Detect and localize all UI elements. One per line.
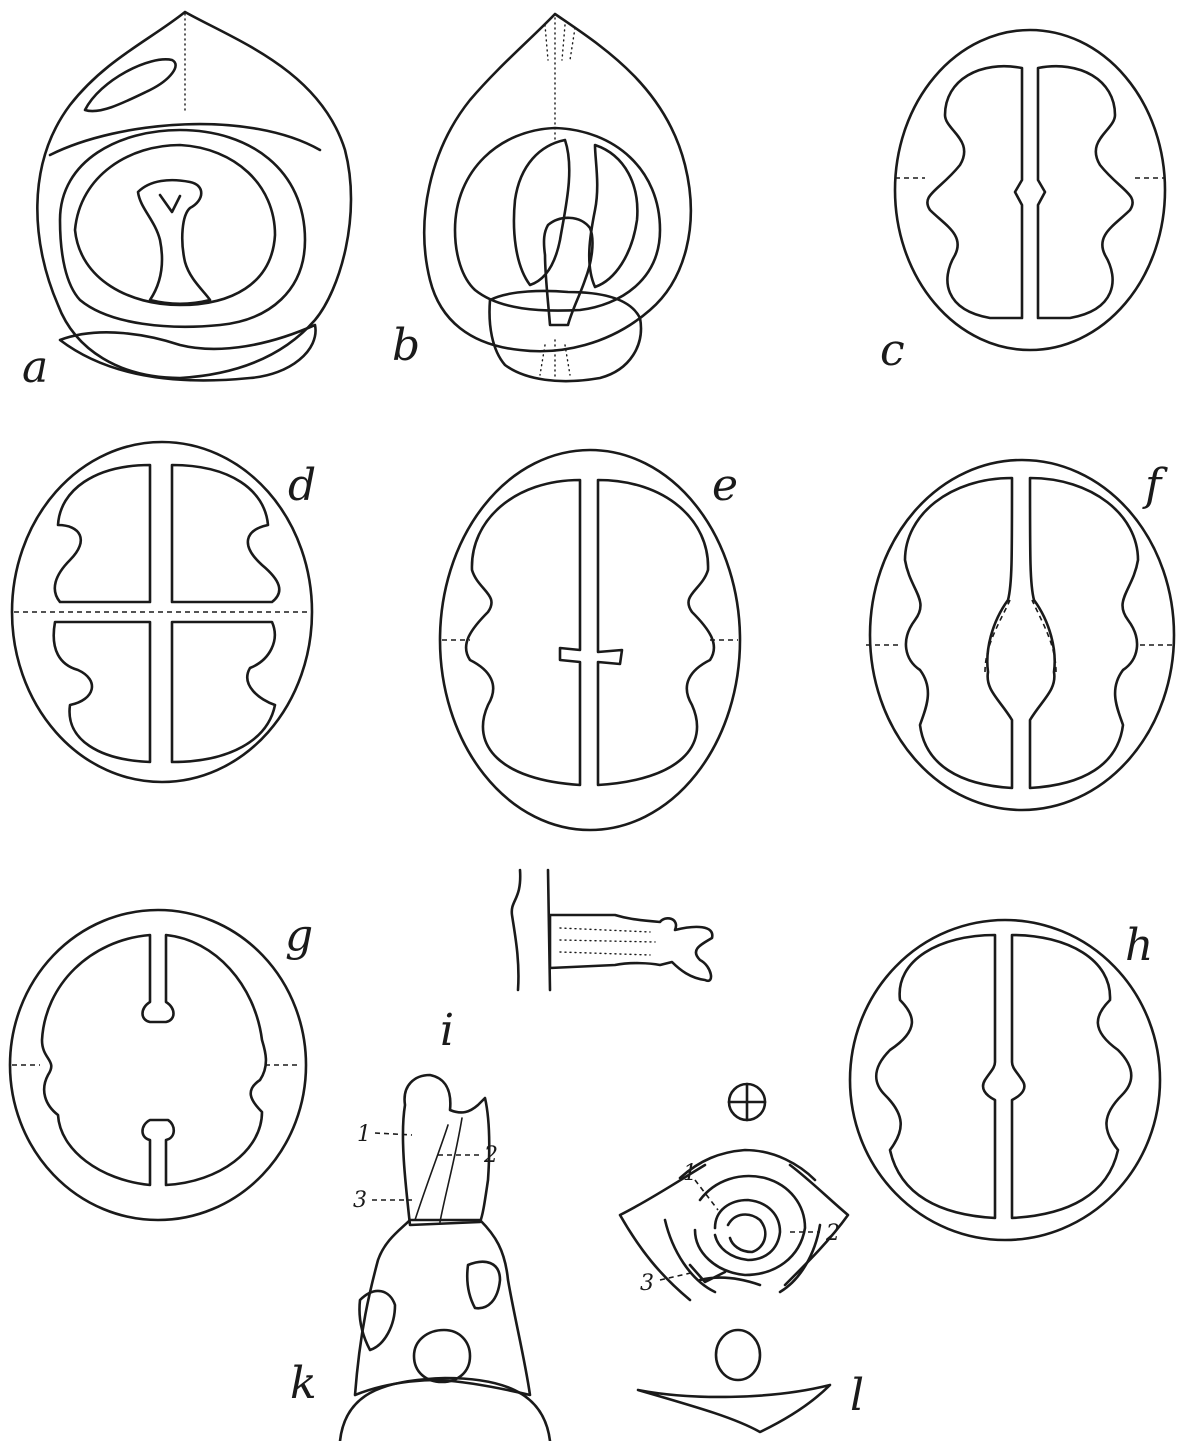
label-d: d xyxy=(288,460,316,511)
figure-f: f xyxy=(866,460,1175,810)
fig-f-outer-wall xyxy=(870,460,1174,810)
figure-l: 1 2 3 l xyxy=(620,1084,864,1432)
figure-a: a xyxy=(22,12,351,393)
fig-e-locule-left xyxy=(466,480,580,785)
label-k: k xyxy=(290,1358,317,1409)
fig-f-locule-right xyxy=(1030,478,1138,788)
label-h: h xyxy=(1125,920,1153,971)
label-g: g xyxy=(285,910,313,961)
fig-b-base xyxy=(490,291,641,381)
fig-a-placenta xyxy=(138,180,210,304)
fig-c-locule-left xyxy=(927,66,1022,318)
fig-a-elongate-cell xyxy=(85,59,176,111)
fig-d-locule-tl xyxy=(55,465,150,602)
fig-b-locule-left xyxy=(514,140,569,285)
fig-i-projection xyxy=(550,915,712,981)
label-k-1: 1 xyxy=(357,1122,371,1147)
fig-k-petal-right xyxy=(467,1262,500,1309)
fig-k-body xyxy=(355,1220,530,1395)
fig-h-locule-left xyxy=(876,935,995,1218)
figure-c: c xyxy=(880,30,1165,376)
fig-a-inner-wall xyxy=(50,124,320,155)
fig-c-locule-right xyxy=(1038,66,1133,318)
axis-symbol xyxy=(729,1084,765,1120)
label-k-2: 2 xyxy=(483,1143,498,1168)
fig-k-ovary xyxy=(340,1378,550,1441)
fig-h-locule-right xyxy=(1012,935,1131,1218)
figure-e: e xyxy=(440,450,740,830)
label-l: l xyxy=(850,1370,864,1421)
fig-g-locule xyxy=(42,935,266,1185)
fig-l-pistil xyxy=(728,1215,765,1252)
fig-k-column xyxy=(403,1075,489,1225)
figure-h: h xyxy=(850,920,1160,1240)
fig-d-locule-bl xyxy=(54,622,150,762)
label-b: b xyxy=(392,320,420,371)
label-l-1: 1 xyxy=(683,1161,697,1186)
label-f: f xyxy=(1142,460,1168,511)
fig-l-bract-crescent xyxy=(638,1385,830,1432)
fig-l-subtending-circle xyxy=(716,1330,760,1380)
figure-b: b xyxy=(392,14,691,381)
label-e: e xyxy=(712,460,738,511)
label-l-3: 3 xyxy=(640,1271,654,1296)
label-k-3: 3 xyxy=(353,1188,367,1213)
label-a: a xyxy=(22,342,48,393)
fig-k-gland xyxy=(414,1330,470,1382)
fig-h-outer-wall xyxy=(850,920,1160,1240)
fig-e-locule-right xyxy=(598,480,714,785)
fig-a-seed-inner xyxy=(75,145,275,305)
figure-d: d xyxy=(12,442,316,782)
label-i: i xyxy=(440,1005,454,1056)
fig-b-locule-right xyxy=(589,145,637,287)
label-c: c xyxy=(880,325,905,376)
figure-i: i xyxy=(440,870,712,1056)
fig-i-axis-left xyxy=(512,870,520,990)
fig-f-locule-left xyxy=(905,478,1012,788)
figure-g: g xyxy=(10,910,313,1220)
fig-e-outer-wall xyxy=(440,450,740,830)
fig-g-outer-wall xyxy=(10,910,306,1220)
label-l-2: 2 xyxy=(825,1221,840,1246)
figure-k: 1 2 3 k xyxy=(290,1075,550,1441)
